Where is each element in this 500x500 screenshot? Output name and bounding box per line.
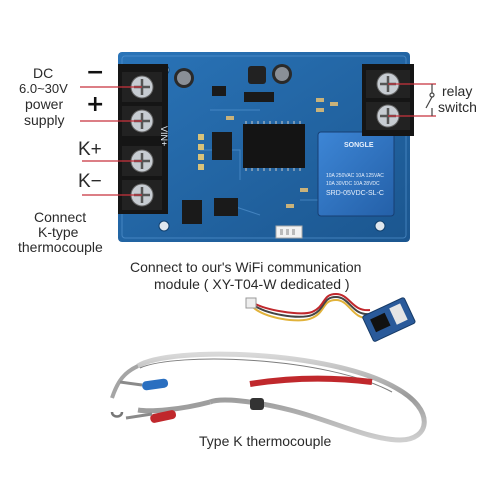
relay-spec-line2: 10A 30VDC 10A 28VDC: [326, 181, 380, 187]
board-vin-label: VIN+: [159, 126, 169, 147]
right-terminal-block: [362, 64, 414, 136]
thermocouple-probe: [110, 351, 427, 443]
relay-switch-symbol: [425, 84, 435, 116]
relay-spec-line1: 10A 250VAC 10A 125VAC: [326, 173, 384, 179]
power-label-supply: supply: [24, 112, 65, 128]
pointer-lines: [80, 83, 436, 196]
relay-model: SRD-05VDC-SL-C: [326, 190, 384, 197]
power-label-voltage: 6.0~30V: [19, 81, 68, 96]
thermocouple-caption-ktype: K-type: [38, 224, 79, 240]
relay-component: [317, 131, 395, 217]
power-label-power: power: [25, 96, 64, 112]
wifi-module: [245, 292, 416, 342]
k-minus-label: K−: [78, 171, 102, 192]
relay-label-switch: switch: [438, 99, 477, 115]
power-plus-sign: +: [86, 92, 105, 117]
thermocouple-caption-thermocouple: thermocouple: [18, 239, 103, 255]
wifi-caption-line2: module ( XY-T04-W dedicated ): [154, 276, 350, 292]
power-minus-sign: −: [86, 60, 105, 85]
probe-caption: Type K thermocouple: [199, 433, 332, 449]
power-label-dc: DC: [33, 65, 54, 81]
k-plus-label: K+: [78, 139, 102, 160]
relay-brand: SONGLE: [344, 142, 374, 149]
wifi-caption-line1: Connect to our's WiFi communication: [130, 259, 362, 275]
thermocouple-caption-connect: Connect: [34, 209, 87, 225]
relay-label-relay: relay: [442, 83, 473, 99]
